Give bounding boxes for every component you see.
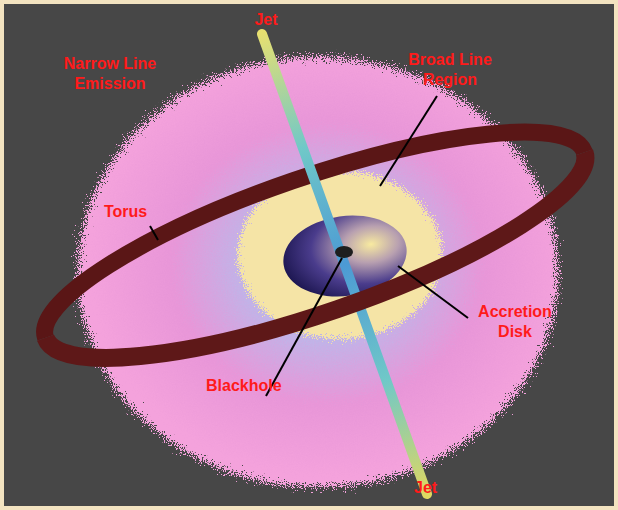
torus-front bbox=[46, 152, 607, 402]
part-label: Accretion Disk bbox=[460, 302, 570, 342]
leader-line bbox=[380, 96, 437, 186]
torus-back bbox=[23, 88, 584, 338]
part-label: Jet bbox=[236, 10, 296, 30]
part-label: Broad Line Region bbox=[396, 50, 504, 90]
background bbox=[4, 4, 614, 506]
leader-line bbox=[266, 258, 342, 396]
part-label: Narrow Line Emission bbox=[52, 54, 168, 94]
narrow-line-region bbox=[78, 57, 558, 487]
black-hole bbox=[335, 246, 353, 258]
leader-line bbox=[398, 266, 468, 318]
leader-line bbox=[150, 226, 158, 240]
part-label: Blackhole bbox=[206, 376, 326, 396]
jet bbox=[262, 34, 427, 494]
part-label: Jet bbox=[414, 478, 474, 498]
part-label: Torus bbox=[104, 202, 184, 222]
